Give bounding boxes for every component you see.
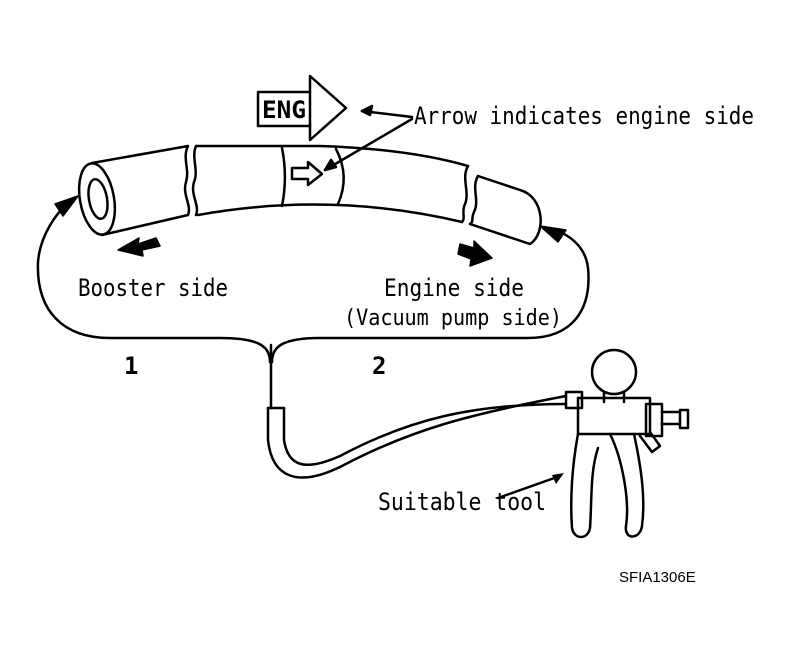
eng-arrow-badge — [256, 74, 348, 142]
hose-end-arrowhead-right — [539, 225, 567, 243]
vacuum-pump-side-label: (Vacuum pump side) — [344, 306, 562, 331]
hose-line-1 — [36, 198, 272, 364]
arrow-note-label: Arrow indicates engine side — [414, 102, 754, 130]
hose-line-2 — [270, 228, 590, 364]
vacuum-pump-tool — [564, 348, 690, 539]
booster-side-label: Booster side — [78, 274, 228, 302]
hose-engine-segment — [468, 174, 542, 246]
figure-code: SFIA1306E — [619, 569, 696, 586]
tool-leader-line — [496, 474, 562, 500]
hose-1-number: 1 — [124, 352, 138, 380]
hose-end-arrowhead-left — [54, 195, 79, 217]
tool-label: Suitable tool — [378, 488, 546, 516]
hose-middle-segment — [191, 144, 470, 224]
engine-side-label: Engine side — [384, 274, 524, 302]
tool-hose — [266, 394, 568, 479]
arrow-note-leaders — [323, 104, 414, 172]
eng-badge-label: ENG — [262, 96, 306, 124]
hose-2-number: 2 — [372, 352, 386, 380]
hose-booster-segment — [77, 144, 191, 237]
gauge-icon — [590, 348, 638, 396]
engine-direction-arrow-icon — [457, 240, 493, 267]
booster-direction-arrow-icon — [117, 237, 161, 257]
hose-direction-arrow-icon — [290, 160, 324, 187]
